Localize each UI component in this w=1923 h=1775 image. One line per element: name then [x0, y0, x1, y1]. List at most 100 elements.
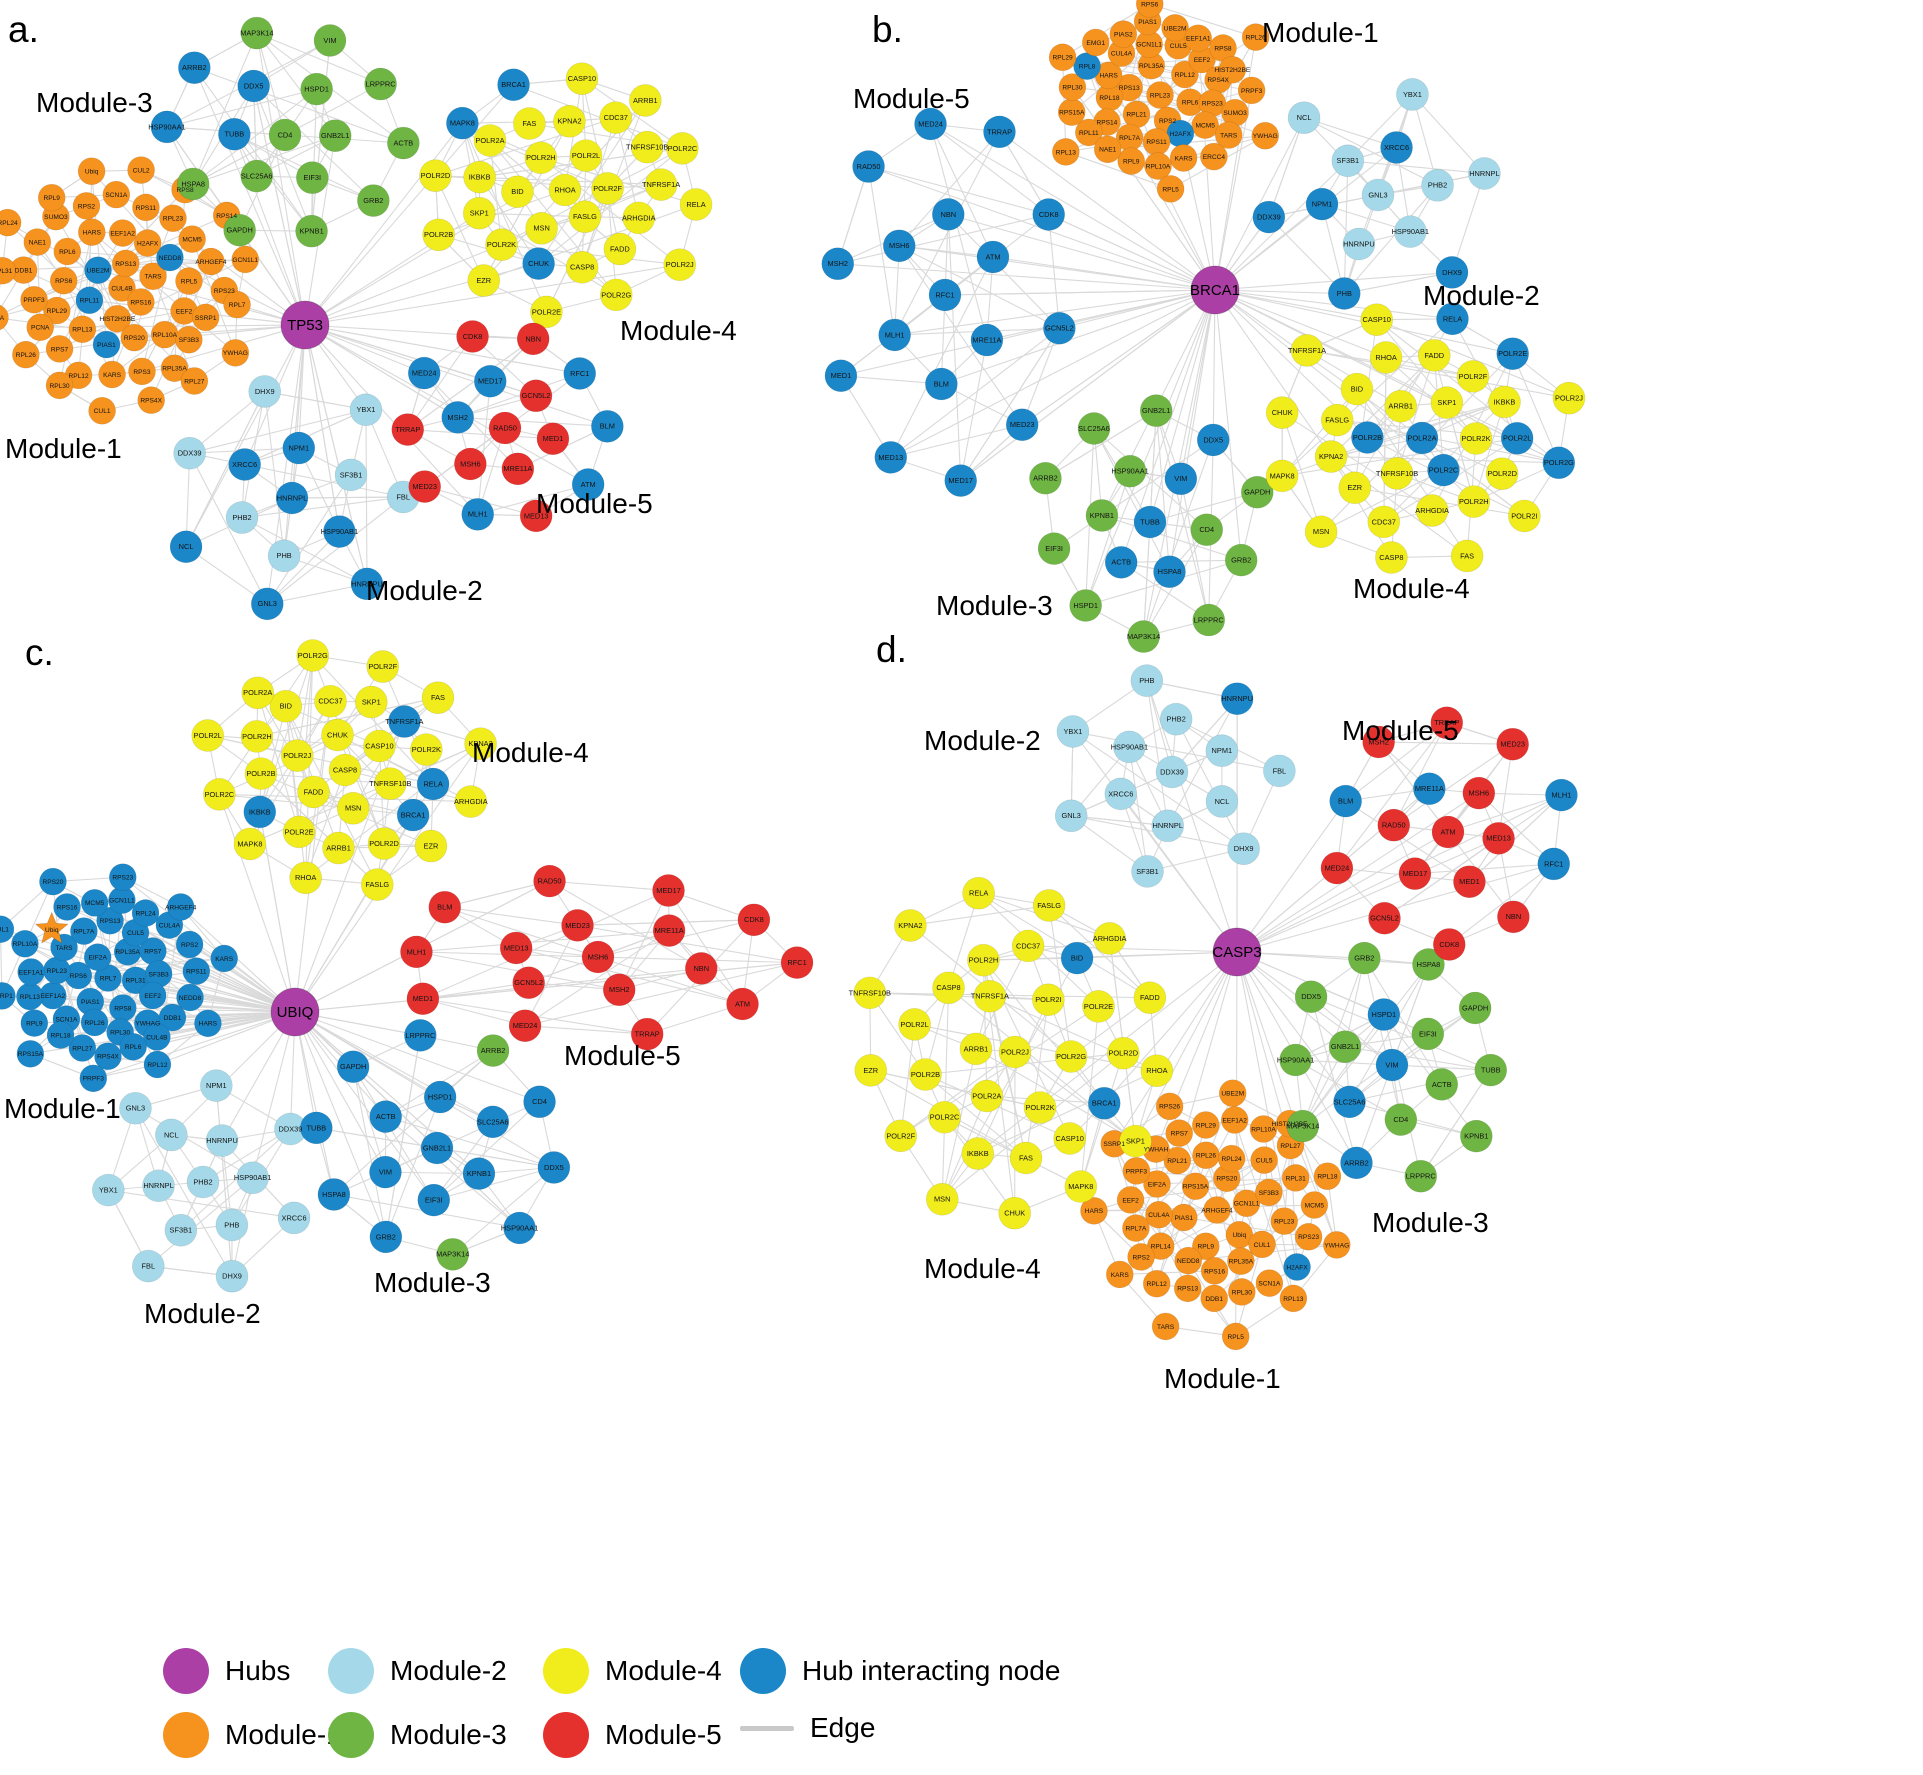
module-node [1313, 1162, 1342, 1191]
module-label: Module-5 [536, 488, 653, 519]
module-node [1151, 809, 1185, 843]
edge [899, 245, 1216, 291]
module-node [1053, 1122, 1086, 1155]
edge [1393, 743, 1513, 826]
edge [869, 992, 926, 1075]
hub-interacting-node [1043, 311, 1076, 345]
edge [944, 289, 1216, 296]
module-label: Module-3 [936, 590, 1053, 621]
edge [157, 1011, 296, 1066]
edge [1167, 698, 1238, 827]
edge [1236, 837, 1499, 953]
module-node [280, 739, 314, 772]
hub-interacting-node [914, 107, 947, 141]
module-node [1368, 901, 1401, 935]
edge [1070, 997, 1151, 1057]
edge [1113, 951, 1238, 1145]
edge [837, 213, 1049, 265]
module-node [1320, 403, 1354, 437]
module-node [1048, 43, 1077, 72]
module-node [296, 639, 330, 672]
edge [256, 32, 381, 85]
module-node [1322, 1231, 1351, 1259]
module-label: Module-3 [374, 1267, 491, 1298]
module-node [186, 1165, 220, 1199]
module-node [205, 1124, 239, 1157]
edge [311, 89, 318, 232]
hub-interacting-node [522, 247, 555, 280]
edge [185, 391, 266, 548]
module-node [191, 719, 225, 752]
module-node [1367, 505, 1401, 539]
edge [256, 32, 286, 136]
hub-interacting-node [108, 863, 137, 892]
edge [461, 122, 547, 313]
module-node [1360, 303, 1394, 336]
module-node [1300, 1191, 1329, 1219]
edge [422, 890, 669, 1000]
module-node [884, 1119, 918, 1153]
hub-interacting-node [1500, 421, 1534, 455]
module-node [1200, 142, 1228, 171]
module-node [180, 367, 209, 395]
module-node [92, 1173, 125, 1207]
hub-interacting-node [1435, 256, 1469, 289]
module-label: Module-3 [1372, 1207, 1489, 1238]
module-node [1159, 702, 1193, 736]
module-node [622, 201, 656, 235]
module-node [103, 304, 132, 333]
edge [524, 925, 579, 1026]
edge [344, 697, 439, 771]
module-node [26, 313, 55, 342]
module-node [1056, 715, 1090, 748]
module-node [1265, 459, 1299, 493]
module-node [1342, 227, 1376, 261]
edge [910, 904, 1050, 926]
module-node [1496, 727, 1529, 761]
module-node [1122, 1157, 1151, 1185]
edge [233, 133, 313, 232]
edge [180, 906, 296, 1013]
edge [294, 701, 332, 1013]
module-node [1412, 948, 1445, 981]
module-node [428, 890, 462, 924]
module-node [360, 868, 394, 901]
module-node [488, 411, 522, 445]
hub-interacting-node [417, 1183, 451, 1217]
module-node [501, 452, 535, 486]
hub-interacting-node [874, 441, 908, 474]
hub-interacting-node [1252, 200, 1286, 234]
module-node [20, 285, 48, 314]
module-node [536, 422, 570, 456]
module-node [233, 827, 267, 861]
edge [1343, 160, 1349, 294]
edge [304, 324, 368, 585]
module-node [501, 175, 534, 209]
module-node [1460, 1119, 1493, 1153]
edge [1072, 731, 1244, 850]
module-node [1173, 1274, 1202, 1303]
module-node [240, 159, 274, 193]
module-node [1119, 1124, 1152, 1158]
module-node [630, 1017, 664, 1051]
hub-interacting-node [16, 982, 44, 1011]
hub-label: BRCA1 [1190, 282, 1240, 299]
module-node [1482, 822, 1515, 855]
edge [647, 1003, 743, 1035]
hub-node [1212, 927, 1262, 977]
hub-interacting-node [441, 401, 475, 434]
hub-interacting-node [16, 1040, 45, 1068]
module-node [1294, 1222, 1323, 1251]
edge [1155, 1149, 1162, 1247]
hub-interacting-node [1333, 1085, 1366, 1119]
hub-interacting-node [11, 930, 39, 958]
module-node [313, 24, 347, 57]
module-node [77, 218, 106, 246]
hub-interacting-node [109, 994, 137, 1022]
module-node [530, 295, 563, 329]
module-node [1117, 147, 1146, 175]
hub-interacting-node [473, 364, 507, 398]
edge [218, 794, 296, 1013]
module-node [244, 757, 278, 790]
